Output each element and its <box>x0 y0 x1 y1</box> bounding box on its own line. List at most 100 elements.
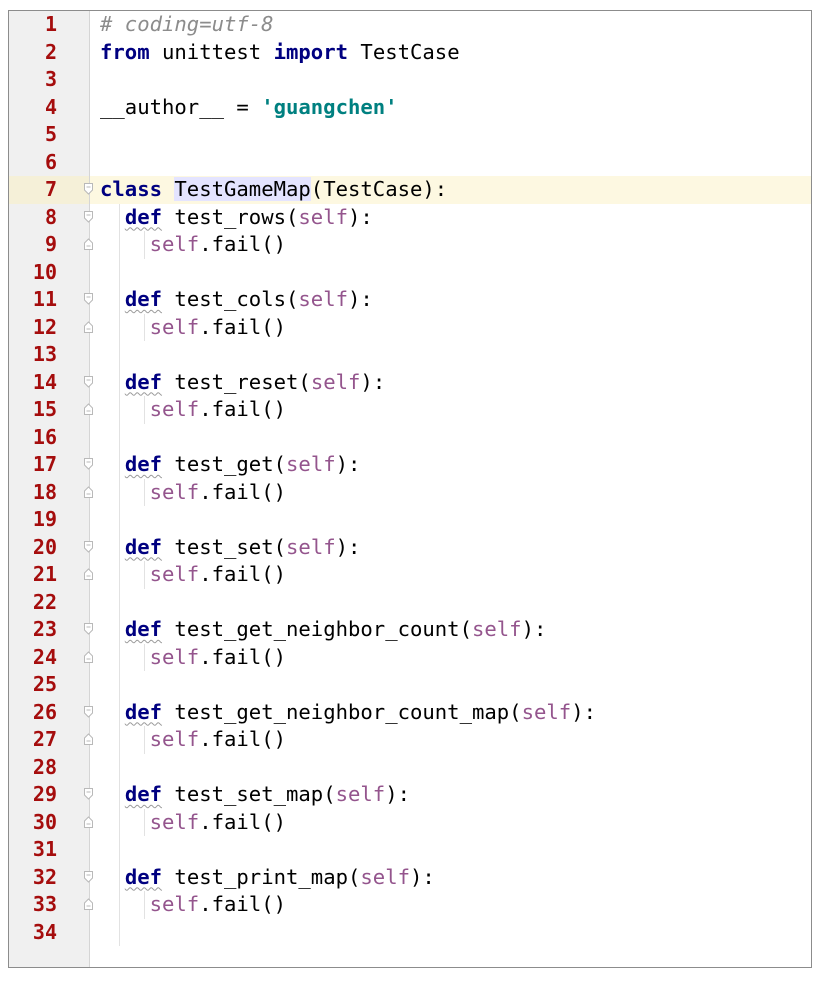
code-text[interactable]: self.fail() <box>100 396 286 424</box>
code-text[interactable]: self.fail() <box>100 231 286 259</box>
line-number[interactable]: 5 <box>9 121 57 149</box>
code-line[interactable]: 7 class TestGameMap(TestCase): <box>9 176 811 204</box>
fold-end-icon[interactable] <box>84 238 93 250</box>
fold-start-icon[interactable] <box>84 623 93 635</box>
code-line[interactable]: 30 self.fail() <box>33 809 811 837</box>
line-number[interactable]: 17 <box>9 451 57 479</box>
code-text[interactable]: self.fail() <box>100 561 286 589</box>
line-number[interactable]: 7 <box>9 176 89 204</box>
code-line[interactable]: 14 def test_reset(self): <box>33 369 811 397</box>
code-line[interactable]: 27 self.fail() <box>33 726 811 754</box>
fold-start-icon[interactable] <box>84 705 93 718</box>
code-line[interactable]: 3 <box>45 66 811 94</box>
line-number[interactable]: 16 <box>9 424 57 452</box>
code-line[interactable]: 8 def test_rows(self): <box>45 204 811 232</box>
line-number[interactable]: 25 <box>9 671 57 699</box>
code-text[interactable]: # coding=utf-8 <box>100 11 274 39</box>
line-number[interactable]: 10 <box>9 259 57 287</box>
line-number[interactable]: 23 <box>9 616 57 644</box>
code-line[interactable]: 33 self.fail() <box>33 891 811 919</box>
code-line[interactable]: 34 <box>33 919 811 947</box>
line-number[interactable]: 13 <box>9 341 57 369</box>
fold-start-icon[interactable] <box>84 293 93 305</box>
code-line[interactable]: 19 <box>33 506 811 534</box>
line-number[interactable]: 30 <box>9 809 57 837</box>
line-number[interactable]: 19 <box>9 506 57 534</box>
code-text[interactable]: def test_get_neighbor_count(self): <box>100 616 547 644</box>
code-line[interactable]: 12 self.fail() <box>33 314 811 342</box>
code-line[interactable]: 25 <box>33 671 811 699</box>
code-line[interactable]: 28 <box>33 754 811 782</box>
line-number[interactable]: 34 <box>9 919 57 947</box>
code-text[interactable]: self.fail() <box>100 726 286 754</box>
code-text[interactable]: def test_set(self): <box>100 534 361 562</box>
fold-start-icon[interactable] <box>84 183 93 195</box>
code-line[interactable]: 1# coding=utf-8 <box>45 11 811 39</box>
fold-end-icon[interactable] <box>84 568 93 580</box>
code-text[interactable]: def test_cols(self): <box>100 286 373 314</box>
line-number[interactable]: 4 <box>9 94 57 122</box>
code-line[interactable]: 18 self.fail() <box>33 479 811 507</box>
line-number[interactable]: 22 <box>9 589 57 617</box>
code-line[interactable]: 11 def test_cols(self): <box>33 286 811 314</box>
fold-end-icon[interactable] <box>84 403 93 415</box>
code-line[interactable]: 21 self.fail() <box>33 561 811 589</box>
fold-end-icon[interactable] <box>84 815 93 828</box>
line-number[interactable]: 9 <box>9 231 57 259</box>
fold-start-icon[interactable] <box>84 870 93 883</box>
code-line[interactable]: 22 <box>33 589 811 617</box>
fold-start-icon[interactable] <box>84 540 93 553</box>
line-number[interactable]: 31 <box>9 836 57 864</box>
code-text[interactable]: self.fail() <box>100 891 286 919</box>
line-number[interactable]: 8 <box>9 204 57 232</box>
line-number[interactable]: 26 <box>9 699 57 727</box>
code-text[interactable]: __author__ = 'guangchen' <box>100 94 398 122</box>
line-number[interactable]: 2 <box>9 39 57 67</box>
code-text[interactable]: self.fail() <box>100 479 286 507</box>
code-text[interactable]: class TestGameMap(TestCase): <box>100 176 447 204</box>
code-text[interactable]: self.fail() <box>100 314 286 342</box>
code-line[interactable]: 5 <box>45 121 811 149</box>
code-text[interactable]: self.fail() <box>100 809 286 837</box>
code-line[interactable]: 9 self.fail() <box>45 231 811 259</box>
code-line[interactable]: 31 <box>33 836 811 864</box>
fold-end-icon[interactable] <box>84 320 93 333</box>
line-number[interactable]: 29 <box>9 781 57 809</box>
line-number[interactable]: 21 <box>9 561 57 589</box>
line-number[interactable]: 33 <box>9 891 57 919</box>
code-text[interactable]: def test_print_map(self): <box>100 864 435 892</box>
fold-end-icon[interactable] <box>84 898 93 910</box>
line-number[interactable]: 15 <box>9 396 57 424</box>
code-line[interactable]: 6 <box>45 149 811 177</box>
line-number[interactable]: 6 <box>9 149 57 177</box>
code-text[interactable]: def test_get(self): <box>100 451 361 479</box>
code-line[interactable]: 24 self.fail() <box>33 644 811 672</box>
code-text[interactable]: self.fail() <box>100 644 286 672</box>
fold-start-icon[interactable] <box>84 210 93 223</box>
line-number[interactable]: 18 <box>9 479 57 507</box>
line-number[interactable]: 20 <box>9 534 57 562</box>
code-line[interactable]: 29 def test_set_map(self): <box>33 781 811 809</box>
line-number[interactable]: 28 <box>9 754 57 782</box>
fold-end-icon[interactable] <box>84 733 93 745</box>
code-line[interactable]: 20 def test_set(self): <box>33 534 811 562</box>
fold-start-icon[interactable] <box>84 458 93 470</box>
fold-end-icon[interactable] <box>84 485 93 498</box>
code-line[interactable]: 15 self.fail() <box>33 396 811 424</box>
fold-start-icon[interactable] <box>84 375 93 388</box>
code-line[interactable]: 4__author__ = 'guangchen' <box>45 94 811 122</box>
code-text[interactable]: from unittest import TestCase <box>100 39 460 67</box>
code-text[interactable]: def test_get_neighbor_count_map(self): <box>100 699 596 727</box>
code-text[interactable]: def test_set_map(self): <box>100 781 410 809</box>
line-number[interactable]: 32 <box>9 864 57 892</box>
line-number[interactable]: 12 <box>9 314 57 342</box>
line-number[interactable]: 27 <box>9 726 57 754</box>
code-line[interactable]: 16 <box>33 424 811 452</box>
code-line[interactable]: 26 def test_get_neighbor_count_map(self)… <box>33 699 811 727</box>
line-number[interactable]: 11 <box>9 286 57 314</box>
line-number[interactable]: 24 <box>9 644 57 672</box>
line-number[interactable]: 1 <box>9 11 57 39</box>
line-number[interactable]: 14 <box>9 369 57 397</box>
